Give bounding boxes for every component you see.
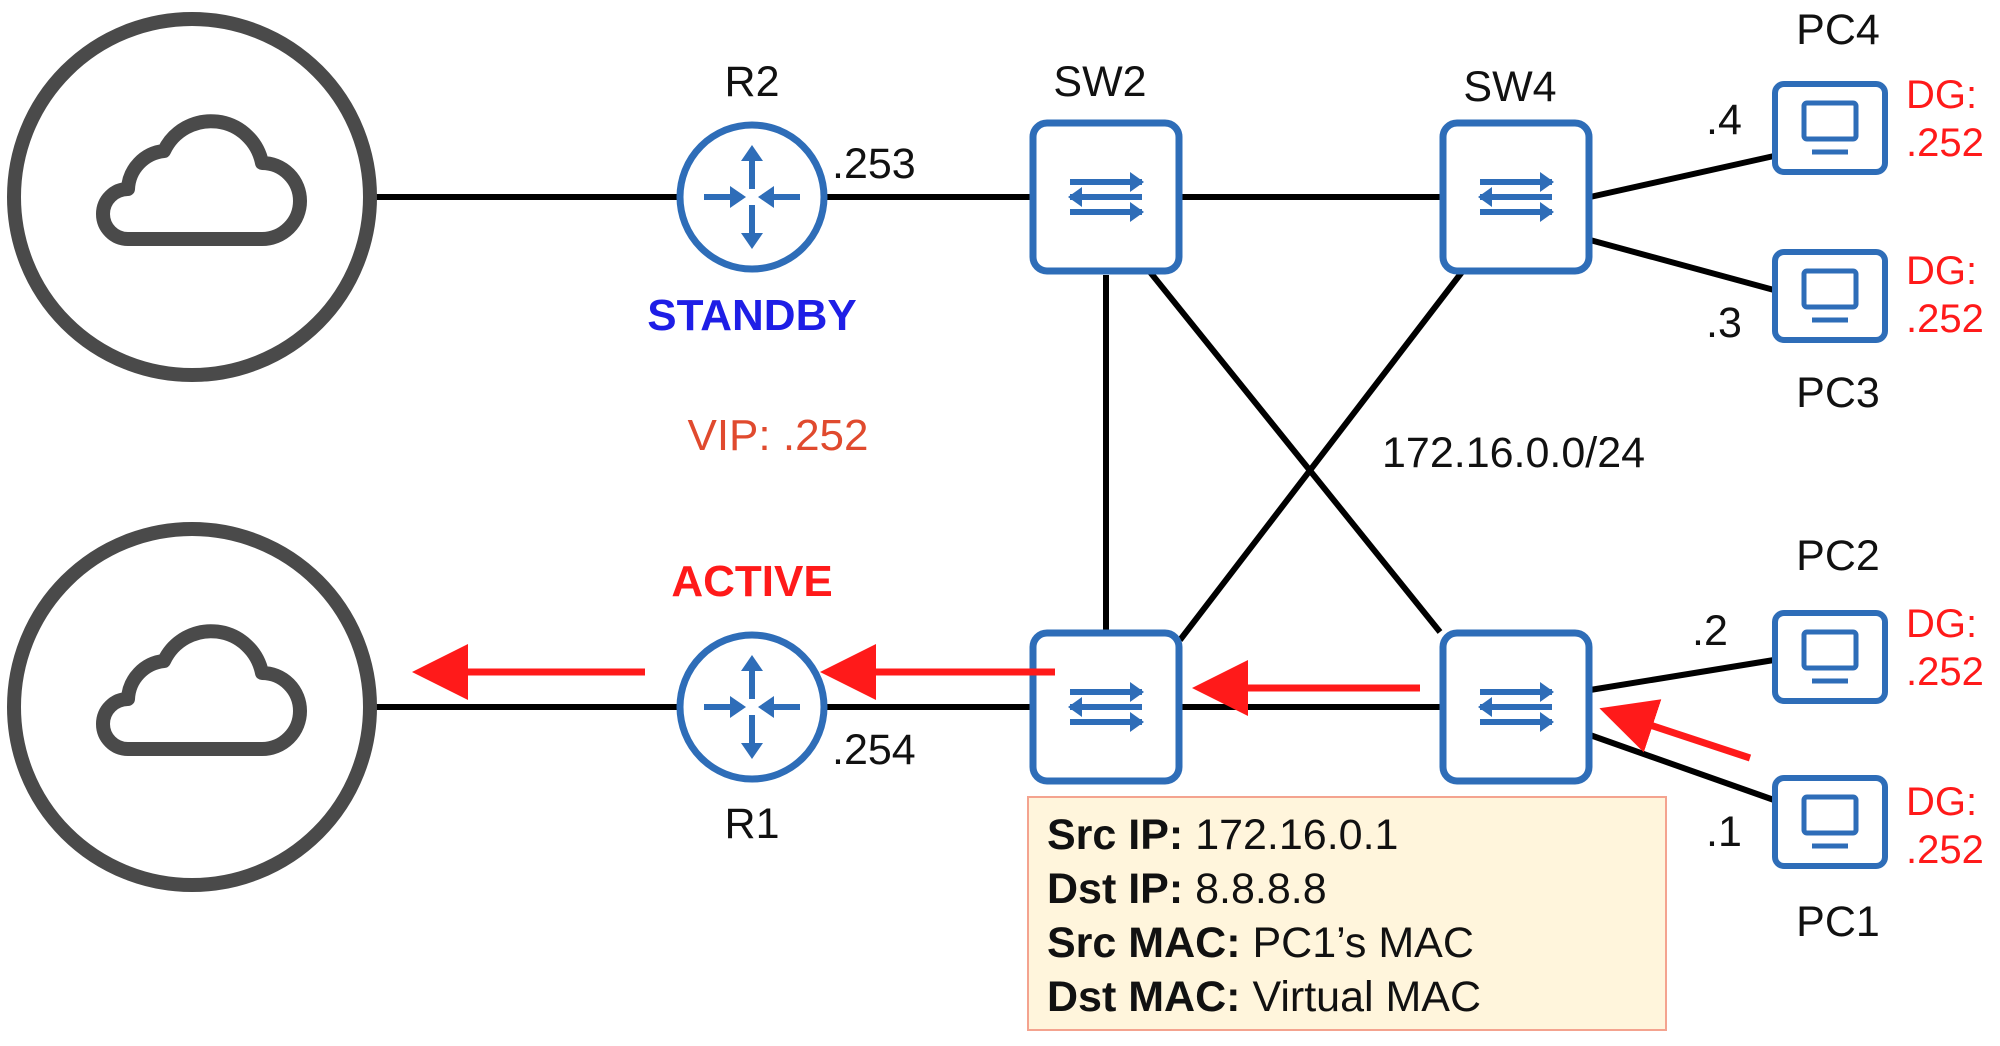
r1-interface-ip: .254: [832, 726, 916, 774]
active-status: ACTIVE: [671, 557, 832, 606]
link-sw4-pc3: [1589, 237, 1775, 293]
pc4-label: PC4: [1796, 6, 1880, 54]
pc-pc3[interactable]: [1772, 249, 1888, 343]
pc-pc1[interactable]: [1772, 775, 1888, 869]
switch-sw4[interactable]: [1439, 119, 1593, 275]
switch-icon: [1478, 172, 1554, 222]
dst-ip-value: 8.8.8.8: [1195, 865, 1327, 913]
dst-ip-label: Dst IP:: [1047, 865, 1184, 913]
pc-pc4[interactable]: [1772, 81, 1888, 175]
dg-value: .252: [1906, 121, 1984, 165]
link-sw2-sw3-cross: [1147, 270, 1443, 634]
link-sw4-pc4: [1589, 153, 1775, 200]
link-sw3-pc2: [1589, 657, 1775, 693]
dst-mac-label: Dst MAC:: [1047, 973, 1241, 1021]
link-sw3-pc1: [1589, 732, 1775, 803]
internet-cloud-top: [7, 12, 377, 382]
flow-arrow-pc1-to-sw3: [1599, 699, 1752, 762]
router-r2[interactable]: [676, 121, 828, 273]
dg-prefix: DG:: [1906, 780, 1977, 824]
dst-mac-row: Dst MAC: Virtual MAC: [1047, 970, 1647, 1024]
pc3-ip: .3: [1706, 299, 1742, 347]
pc3-default-gateway: DG: .252: [1906, 249, 1984, 341]
pc1-label: PC1: [1796, 898, 1880, 946]
src-mac-value: PC1’s MAC: [1252, 919, 1474, 967]
dst-ip-row: Dst IP: 8.8.8.8: [1047, 862, 1647, 916]
src-ip-row: Src IP: 172.16.0.1: [1047, 808, 1647, 862]
dg-value: .252: [1906, 650, 1984, 694]
switch-icon: [1478, 682, 1554, 732]
src-ip-label: Src IP:: [1047, 811, 1184, 859]
link-sw4-sw1-cross: [1177, 270, 1465, 642]
dg-prefix: DG:: [1906, 249, 1977, 293]
links: [376, 153, 1775, 803]
src-mac-row: Src MAC: PC1’s MAC: [1047, 916, 1647, 970]
pc1-default-gateway: DG: .252: [1906, 780, 1984, 872]
dg-prefix: DG:: [1906, 602, 1977, 646]
router-r1[interactable]: [676, 631, 828, 783]
r1-label: R1: [725, 800, 780, 848]
pc2-label: PC2: [1796, 532, 1880, 580]
pc4-default-gateway: DG: .252: [1906, 73, 1984, 165]
pc1-ip: .1: [1706, 808, 1742, 856]
pc3-label: PC3: [1796, 369, 1880, 417]
standby-status: STANDBY: [647, 291, 856, 340]
virtual-ip-label: VIP: .252: [687, 411, 868, 460]
pc2-ip: .2: [1692, 607, 1728, 655]
subnet-label: 172.16.0.0/24: [1382, 429, 1645, 477]
src-mac-label: Src MAC:: [1047, 919, 1241, 967]
sw4-label: SW4: [1463, 63, 1556, 111]
switch-sw3[interactable]: [1439, 629, 1593, 785]
switch-icon: [1068, 172, 1144, 222]
switch-sw2[interactable]: [1029, 119, 1183, 275]
src-ip-value: 172.16.0.1: [1195, 811, 1399, 859]
pc2-default-gateway: DG: .252: [1906, 602, 1984, 694]
switch-sw1[interactable]: [1029, 629, 1183, 785]
dg-value: .252: [1906, 828, 1984, 872]
pc-pc2[interactable]: [1772, 610, 1888, 704]
sw2-label: SW2: [1053, 58, 1146, 106]
packet-info-box: Src IP: 172.16.0.1 Dst IP: 8.8.8.8 Src M…: [1027, 796, 1667, 1031]
r2-interface-ip: .253: [832, 140, 916, 188]
dst-mac-value: Virtual MAC: [1252, 973, 1482, 1021]
pc4-ip: .4: [1706, 96, 1742, 144]
dg-prefix: DG:: [1906, 73, 1977, 117]
traffic-flow: [412, 644, 1752, 762]
dg-value: .252: [1906, 297, 1984, 341]
internet-cloud-bottom: [7, 522, 377, 892]
switch-icon: [1068, 682, 1144, 732]
r2-label: R2: [725, 58, 780, 106]
